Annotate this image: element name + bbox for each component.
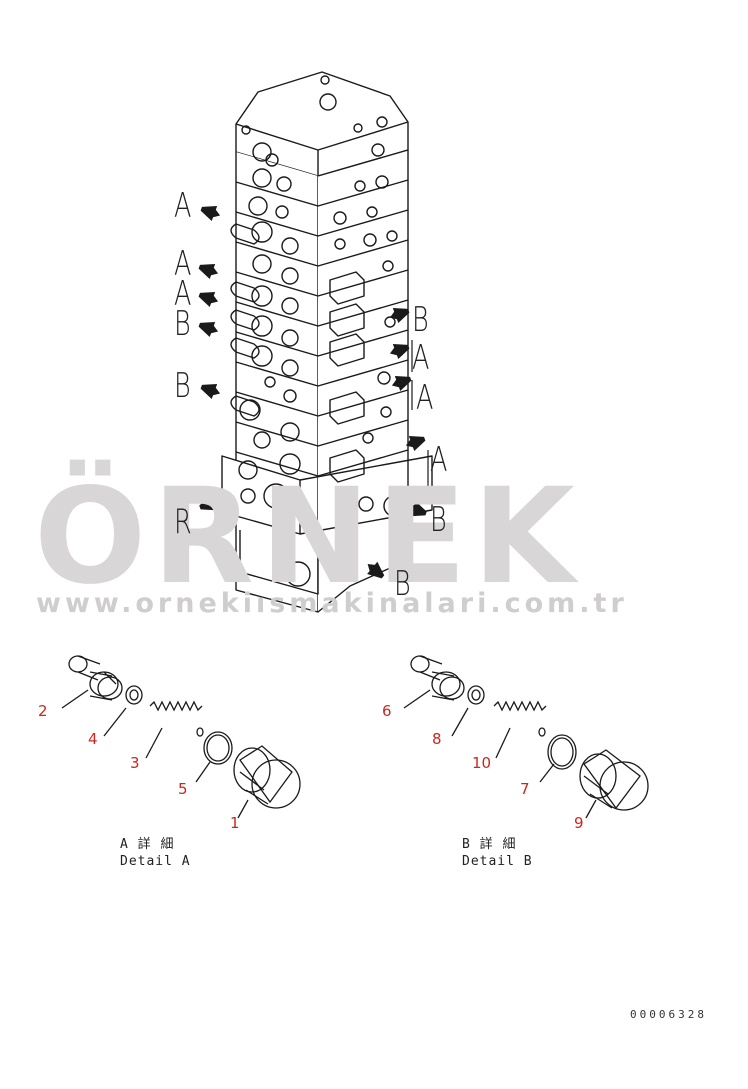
part-number-5: 5 [178, 780, 188, 798]
arrow-b-1 [198, 321, 219, 338]
detail-b-caption: B 詳 細 Detail B [462, 836, 533, 870]
part-number-1: 1 [230, 814, 240, 832]
label-left-1: A [174, 186, 192, 226]
part-number-7: 7 [520, 780, 530, 798]
document-number: 00006328 [630, 1008, 707, 1021]
detail-a-title-jp: A 詳 細 [120, 837, 175, 852]
label-right-5: B [430, 500, 447, 540]
part-number-6: 6 [382, 702, 392, 720]
detail-a-title-en: Detail A [120, 854, 191, 869]
detail-a-caption: A 詳 細 Detail A [120, 836, 191, 870]
detail-a-drawing [61, 655, 301, 819]
arrow-b-3 [389, 307, 410, 324]
arrow-b-4 [407, 501, 427, 517]
label-left-6: R [174, 502, 192, 542]
watermark-brand: ÖRNEK [34, 460, 581, 614]
part-number-2: 2 [38, 702, 48, 720]
arrow-r [199, 495, 219, 511]
part-number-3: 3 [130, 754, 140, 772]
arrow-b-2 [200, 383, 221, 400]
arrow-a-2 [198, 263, 219, 280]
arrow-a-3 [198, 291, 219, 308]
part-number-4: 4 [88, 730, 98, 748]
part-number-8: 8 [432, 730, 442, 748]
label-left-3: A [174, 274, 192, 314]
arrow-b-5 [367, 561, 385, 579]
label-left-2: A [174, 244, 192, 284]
arrow-a-4 [389, 343, 410, 360]
detail-b-title-jp: B 詳 細 [462, 837, 517, 852]
label-right-6: B [394, 564, 411, 604]
label-right-2: A [412, 338, 430, 378]
arrow-a-6 [405, 435, 426, 452]
label-left-4: B [174, 304, 191, 344]
detail-b-drawing [403, 655, 649, 819]
label-right-4: A [430, 440, 448, 480]
arrow-a-1 [200, 205, 221, 222]
arrow-a-5 [391, 375, 412, 392]
label-left-5: B [174, 366, 191, 406]
label-right-3: A [416, 378, 434, 418]
watermark-url: www.ornekiısmakinalari.com.tr [36, 588, 628, 619]
part-number-10: 10 [472, 754, 492, 772]
detail-b-title-en: Detail B [462, 854, 533, 869]
part-number-9: 9 [574, 814, 584, 832]
label-right-1: B [412, 300, 429, 340]
